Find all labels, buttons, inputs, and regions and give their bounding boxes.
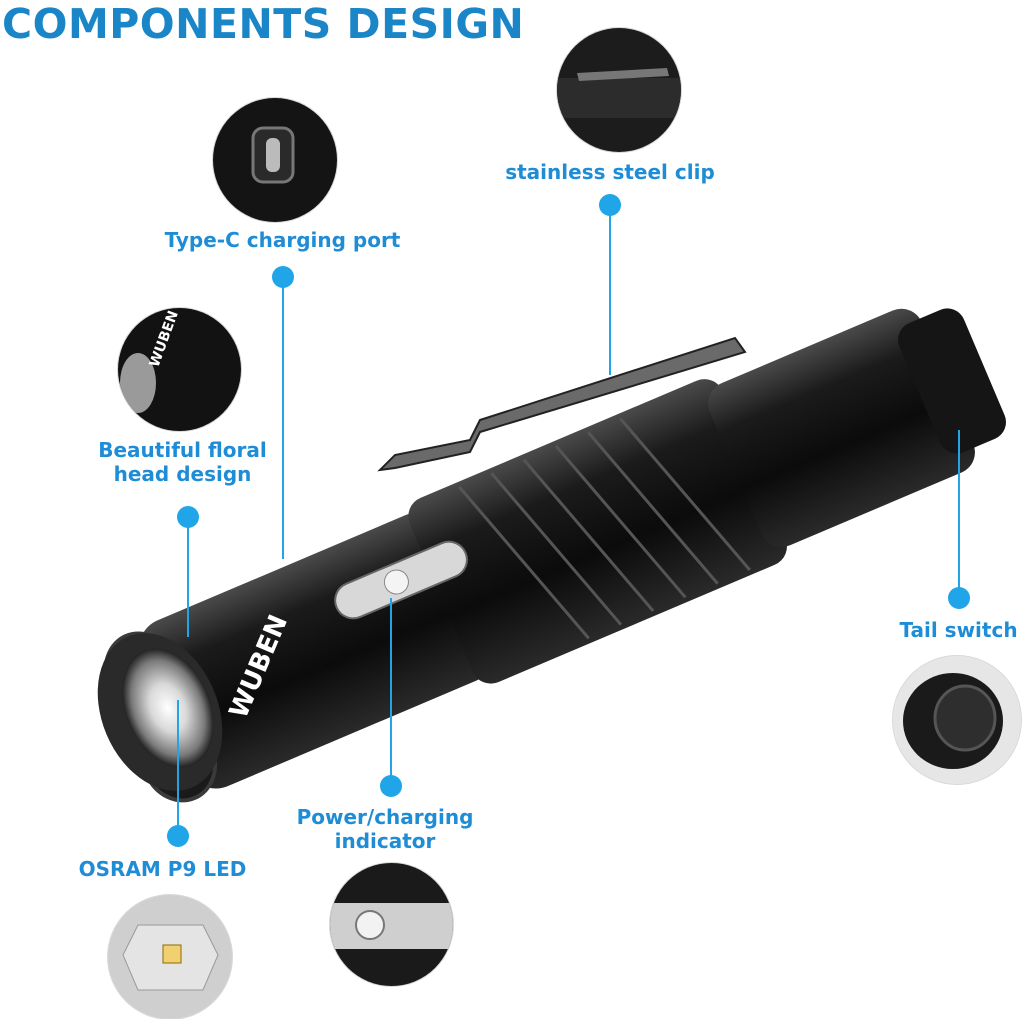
page-title: COMPONENTS DESIGN [2,0,525,48]
floral-label-line2: head design [113,462,252,486]
type-c-label: Type-C charging port [164,228,401,252]
type-c-leader [282,277,284,559]
floral-dot [177,506,199,528]
indicator-label-line1: Power/charging [296,805,474,829]
indicator-leader [390,598,392,786]
led-label: OSRAM P9 LED [78,857,247,881]
floral-leader [187,517,189,637]
type-c-dot [272,266,294,288]
led-leader [177,700,179,835]
floral-head-inset: WUBEN [118,308,241,431]
clip-inset [557,28,681,152]
clip-dot [599,194,621,216]
indicator-label-line2: indicator [334,829,436,853]
floral-label-line1: Beautiful floral [98,438,267,462]
type-c-port-inset [213,98,337,222]
led-dot [167,825,189,847]
clip-label: stainless steel clip [505,160,715,184]
led-inset [108,895,232,1019]
tail-switch-inset [893,656,1021,784]
indicator-dot [380,775,402,797]
tail-label: Tail switch [899,618,1018,642]
tail-dot [948,587,970,609]
clip-leader [609,205,611,375]
tail-leader [958,430,960,598]
indicator-inset [330,863,453,986]
